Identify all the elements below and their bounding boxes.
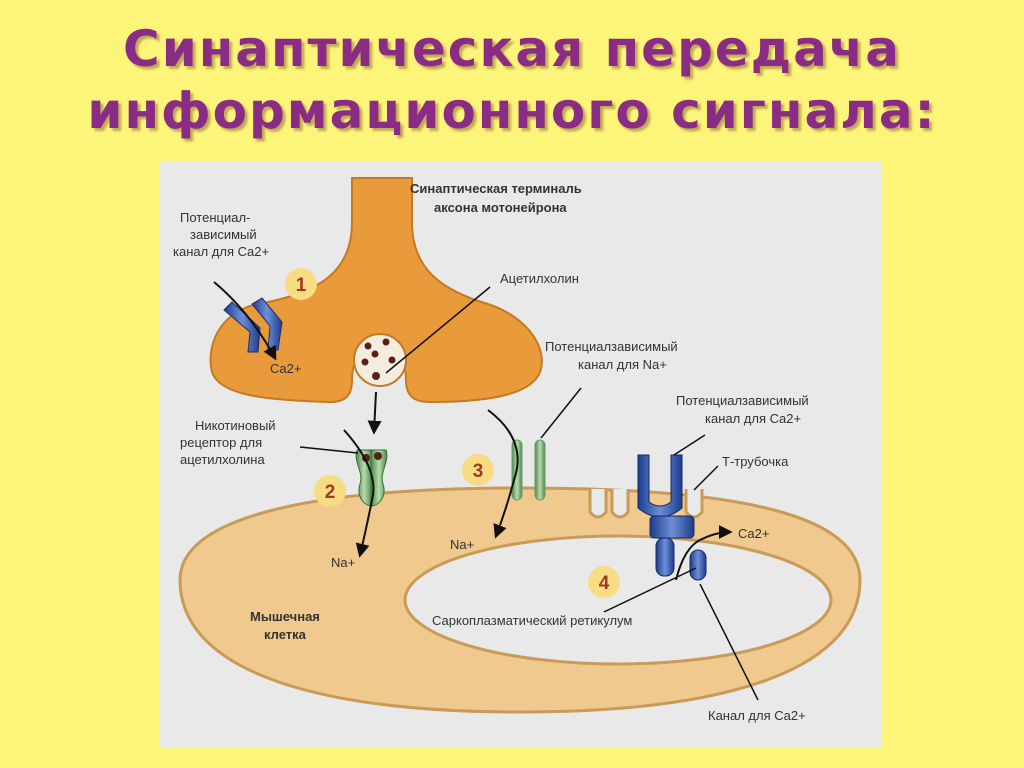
sr-ca-channel-label: Канал для Ca2+ [708, 708, 806, 723]
ach-release-arrow [367, 391, 382, 435]
ca-release-arrow [675, 525, 733, 581]
step-2-marker [314, 475, 346, 507]
na-influx-arrow-1 [343, 429, 375, 558]
step-2-label: 2 [325, 482, 336, 503]
terminal-label-line-1: Синаптическая терминаль [410, 181, 582, 196]
step-3-marker [462, 454, 494, 486]
na-influx-arrow-2 [487, 409, 519, 539]
sr-ca-channel [655, 537, 707, 581]
ca-release-label: Ca2+ [738, 526, 769, 541]
step-4-label: 4 [599, 573, 610, 594]
na-ion-label-1: Na+ [331, 555, 355, 570]
t-tubule-ca-channel [637, 454, 695, 539]
terminal-label-line-2: аксона мотонейрона [434, 200, 567, 215]
step-markers: 1 2 3 4 [285, 268, 620, 598]
t-ca-channel-label-line-1: Потенциалзависимый [676, 393, 809, 408]
slide-title: Синаптическая передача информационного с… [0, 18, 1024, 142]
nicotinic-label-line-1: Никотиновый [195, 418, 276, 433]
acetylcholine-label: Ацетилхолин [500, 271, 579, 286]
na-ion-label-2: Na+ [450, 537, 474, 552]
slide-title-line-1: Синаптическая передача [123, 20, 901, 78]
ca-influx-arrow [213, 281, 277, 361]
sarcoplasmic-reticulum [403, 534, 833, 666]
leader-lines [299, 286, 759, 701]
sr-label: Саркоплазматический ретикулум [432, 613, 632, 628]
na-channel-label-line-2: канал для Na+ [578, 357, 667, 372]
acetylcholine-molecules [361, 338, 396, 380]
nicotinic-receptor [355, 449, 388, 507]
step-4-marker [588, 566, 620, 598]
t-ca-channel-label-line-2: канал для Ca2+ [705, 411, 801, 426]
ca-channel-label-line-3: канал для Ca2+ [173, 244, 269, 259]
t-tubule-invaginations [588, 489, 704, 519]
muscle-cell-label-line-2: клетка [264, 627, 307, 642]
step-3-label: 3 [473, 461, 484, 482]
t-tubule-label: Т-трубочка [722, 454, 789, 469]
nicotinic-label-line-2: рецептор для [180, 435, 262, 450]
muscle-cell-label-line-1: Мышечная [250, 609, 320, 624]
step-1-label: 1 [296, 275, 307, 296]
step-1-marker [285, 268, 317, 300]
ca-channel-label-line-1: Потенциал- [180, 210, 250, 225]
nicotinic-label-line-3: ацетилхолина [180, 452, 265, 467]
na-channel-label-line-1: Потенциалзависимый [545, 339, 678, 354]
vesicle [353, 333, 407, 387]
slide-title-line-2: информационного сигнала: [87, 82, 937, 140]
ca-channel-label-line-2: зависимый [190, 227, 257, 242]
ca-ion-label: Ca2+ [270, 361, 301, 376]
